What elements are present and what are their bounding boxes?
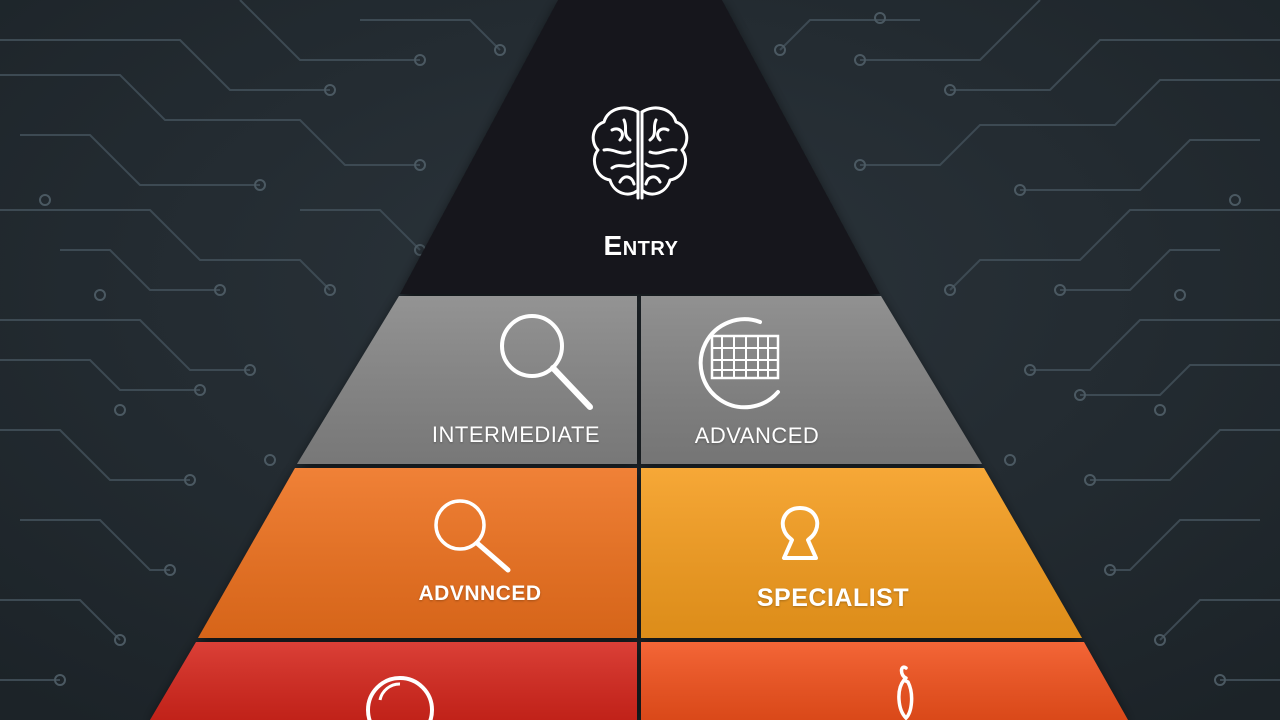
circuit-pattern-left — [0, 0, 501, 681]
circle-icon — [366, 676, 434, 720]
brain-circle-icon — [698, 317, 780, 410]
magnifier-icon — [500, 314, 593, 410]
tier-label-entry: Entry — [603, 230, 679, 261]
tier-entry — [400, 0, 880, 294]
circuit-pattern-right — [779, 0, 1280, 681]
tier-label-advnnced: ADVNNCED — [418, 582, 542, 605]
magnifier-icon-small — [434, 499, 511, 573]
circuit-nodes-left — [39, 44, 506, 686]
tier-label-advanced-grey: ADVANCED — [694, 423, 820, 448]
brain-icon — [591, 106, 689, 200]
tier-label-specialist: SPECIALIST — [756, 584, 910, 612]
tier-shading — [150, 296, 1128, 720]
figure-icon — [897, 665, 914, 720]
tier-label-intermediate: INTERMEDIATE — [431, 422, 601, 447]
circuit-nodes-right — [774, 12, 1241, 686]
keyhole-icon — [780, 506, 820, 560]
